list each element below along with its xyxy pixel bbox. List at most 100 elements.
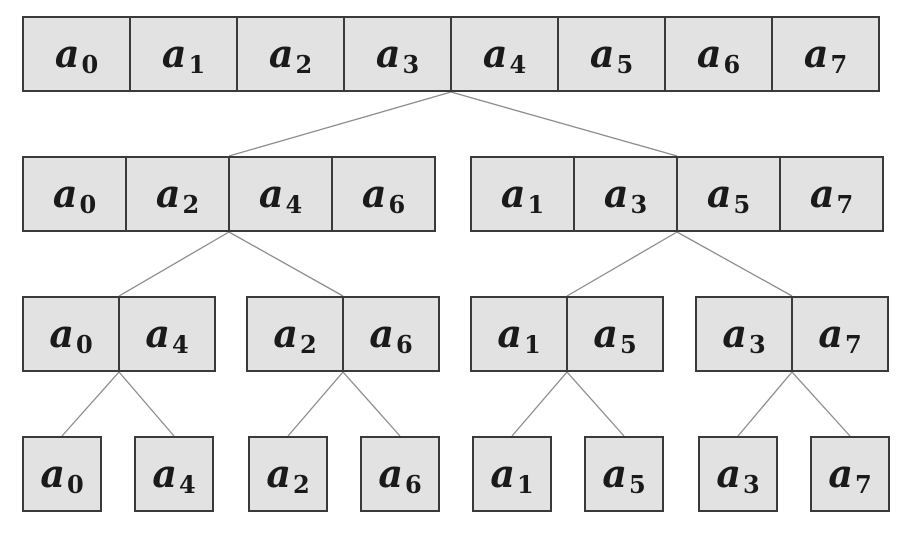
cell-subscript: 3 (402, 49, 420, 79)
cell-subscript: 5 (619, 329, 637, 359)
cell-symbol: a (828, 451, 853, 496)
cell-subscript: 7 (830, 49, 848, 79)
cell-subscript: 0 (66, 469, 84, 499)
cell-symbol: a (375, 31, 401, 76)
cell-symbol: a (497, 311, 522, 356)
connector-line (511, 371, 568, 437)
cell-subscript: 2 (299, 329, 317, 359)
connector-line (342, 371, 401, 437)
cell-subscript: 7 (836, 189, 854, 219)
cell-subscript: 1 (523, 329, 541, 359)
cell-symbol: a (155, 171, 181, 216)
cell-symbol: a (482, 31, 508, 76)
cell-symbol: a (809, 171, 835, 216)
cell-subscript: 6 (723, 49, 741, 79)
cell-subscript: 2 (295, 49, 313, 79)
connector-line (228, 91, 452, 157)
connector-line (566, 231, 678, 297)
cell-subscript: 0 (79, 189, 97, 219)
cell-symbol: a (818, 311, 843, 356)
cell-symbol: a (696, 31, 722, 76)
cell-symbol: a (145, 311, 170, 356)
cell-subscript: 7 (854, 469, 872, 499)
cell-symbol: a (722, 311, 747, 356)
cell-symbol: a (500, 171, 526, 216)
cell-symbol: a (716, 451, 741, 496)
connector-line (450, 91, 678, 157)
cell-subscript: 4 (171, 329, 189, 359)
cell-subscript: 4 (285, 189, 303, 219)
cell-subscript: 3 (630, 189, 648, 219)
cell-subscript: 6 (404, 469, 422, 499)
cell-symbol: a (361, 171, 387, 216)
cell-symbol: a (589, 31, 615, 76)
cell-symbol: a (706, 171, 732, 216)
cell-symbol: a (593, 311, 618, 356)
cell-symbol: a (369, 311, 394, 356)
cell-subscript: 6 (395, 329, 413, 359)
cell-subscript: 7 (844, 329, 862, 359)
cell-subscript: 5 (616, 49, 634, 79)
cell-symbol: a (490, 451, 515, 496)
cell-symbol: a (152, 451, 177, 496)
cell-subscript: 1 (188, 49, 206, 79)
cell-symbol: a (603, 171, 629, 216)
cell-subscript: 2 (292, 469, 310, 499)
connector-line (287, 371, 344, 437)
cell-subscript: 3 (742, 469, 760, 499)
cell-symbol: a (258, 171, 284, 216)
cell-subscript: 3 (748, 329, 766, 359)
cell-symbol: a (161, 31, 187, 76)
cell-symbol: a (49, 311, 74, 356)
cell-subscript: 0 (75, 329, 93, 359)
cell-symbol: a (378, 451, 403, 496)
connector-line (228, 231, 344, 297)
cell-subscript: 4 (509, 49, 527, 79)
cell-subscript: 5 (628, 469, 646, 499)
cell-symbol: a (803, 31, 829, 76)
cell-symbol: a (602, 451, 627, 496)
connector-line (737, 371, 793, 437)
cell-subscript: 4 (178, 469, 196, 499)
connector-line (676, 231, 793, 297)
connector-line (118, 371, 175, 437)
cell-subscript: 1 (527, 189, 545, 219)
cell-symbol: a (268, 31, 294, 76)
cell-symbol: a (52, 171, 78, 216)
cell-symbol: a (273, 311, 298, 356)
cell-subscript: 0 (81, 49, 99, 79)
cell-subscript: 5 (733, 189, 751, 219)
connector-line (566, 371, 625, 437)
connector-line (61, 371, 120, 437)
cell-symbol: a (40, 451, 65, 496)
